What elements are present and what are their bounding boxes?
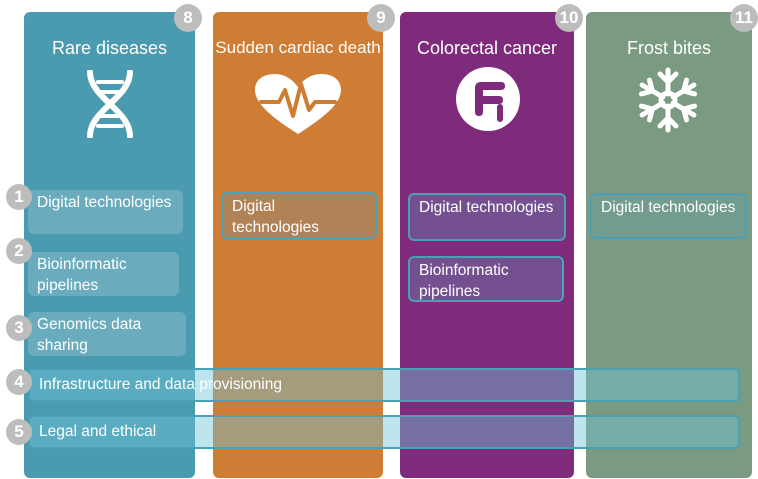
snowflake-icon	[638, 67, 698, 133]
row-number-5: 5	[6, 419, 32, 445]
box-digital-technologies: Digital technologies	[28, 190, 183, 234]
box-bioinformatic-pipelines: Bioinformatic pipelines	[408, 256, 564, 302]
box-digital-technologies: Digital technologies	[221, 192, 377, 239]
band-legal-ethical: Legal and ethical	[28, 415, 740, 449]
column-badge-11: 11	[730, 4, 758, 32]
column-title: Sudden cardiac death	[215, 38, 381, 57]
column-title: Rare diseases	[51, 38, 168, 58]
dna-icon	[87, 70, 133, 138]
column-sudden-cardiac-death: Sudden cardiac death Digital technologie…	[213, 12, 383, 478]
column-badge-10: 10	[555, 4, 583, 32]
row-number-3: 3	[6, 315, 32, 341]
column-rare-diseases: Rare diseases Digital technologies Bioin…	[24, 12, 195, 478]
column-badge-8: 8	[174, 4, 202, 32]
column-title: Frost bites	[626, 38, 712, 58]
row-number-1: 1	[6, 184, 32, 210]
band-infrastructure-data-provisioning: Infrastructure and data provisioning	[28, 368, 740, 402]
intestine-icon	[456, 67, 520, 131]
box-digital-technologies: Digital technologies	[590, 193, 747, 239]
column-badge-9: 9	[367, 4, 395, 32]
row-number-2: 2	[6, 238, 32, 264]
row-number-4: 4	[6, 369, 32, 395]
box-genomics-data-sharing: Genomics data sharing	[28, 312, 186, 356]
heart-pulse-icon	[255, 74, 341, 134]
column-colorectal-cancer: Colorectal cancer Digital technologies B…	[400, 12, 574, 478]
box-bioinformatic-pipelines: Bioinformatic pipelines	[28, 252, 179, 296]
column-frost-bites: Frost bites Digital technologies	[586, 12, 752, 478]
column-title: Colorectal cancer	[416, 38, 558, 58]
box-digital-technologies: Digital technologies	[408, 193, 566, 241]
